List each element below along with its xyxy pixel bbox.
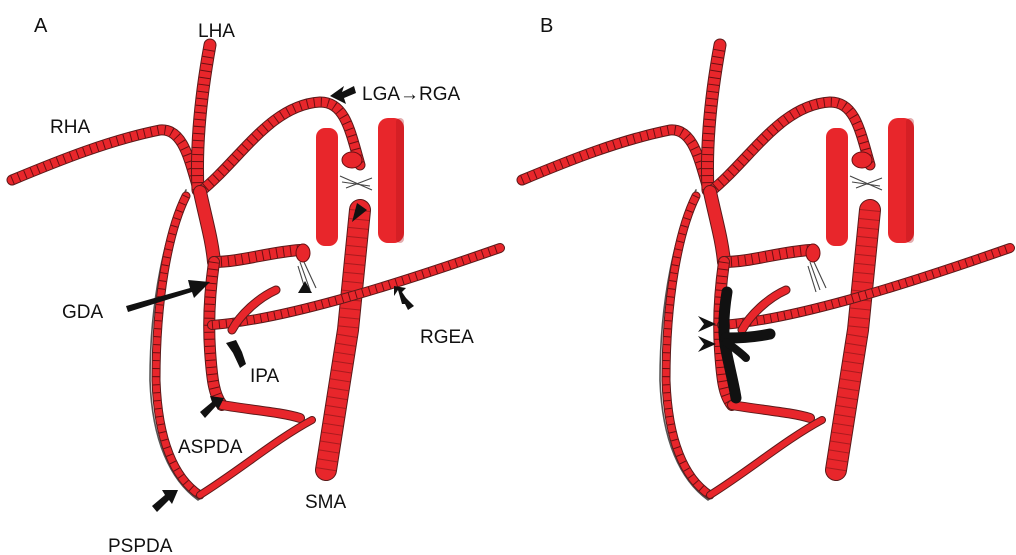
panel-b-label: B: [540, 15, 553, 37]
embolization-arrowhead-lower: [698, 336, 716, 352]
label-sma: SMA: [305, 492, 347, 513]
panel-b-vessel-tree: [522, 45, 1010, 500]
embolized-rgea-origin: [726, 334, 770, 338]
label-ipa: IPA: [250, 366, 280, 387]
label-lha: LHA: [198, 21, 235, 42]
coil-arrowhead: [298, 281, 312, 293]
panel-a-label: A: [34, 15, 48, 37]
label-lga-rga: LGA→RGA: [362, 84, 461, 105]
label-gda: GDA: [62, 302, 104, 323]
label-rgea: RGEA: [420, 327, 474, 348]
label-aspda: ASPDA: [178, 437, 243, 458]
arrow-pspda: [152, 490, 178, 512]
arrow-rgea: [394, 286, 414, 310]
label-rha: RHA: [50, 117, 90, 138]
arrow-ipa: [226, 340, 246, 368]
arrow-gda: [126, 280, 210, 312]
label-pspda: PSPDA: [108, 536, 173, 555]
panel-a-vessel-tree: [12, 45, 500, 500]
panel-b: B: [522, 15, 1010, 500]
panel-a: A LHA RHA LGA→RGA GDA RGEA IPA ASPDA SMA…: [12, 15, 500, 555]
